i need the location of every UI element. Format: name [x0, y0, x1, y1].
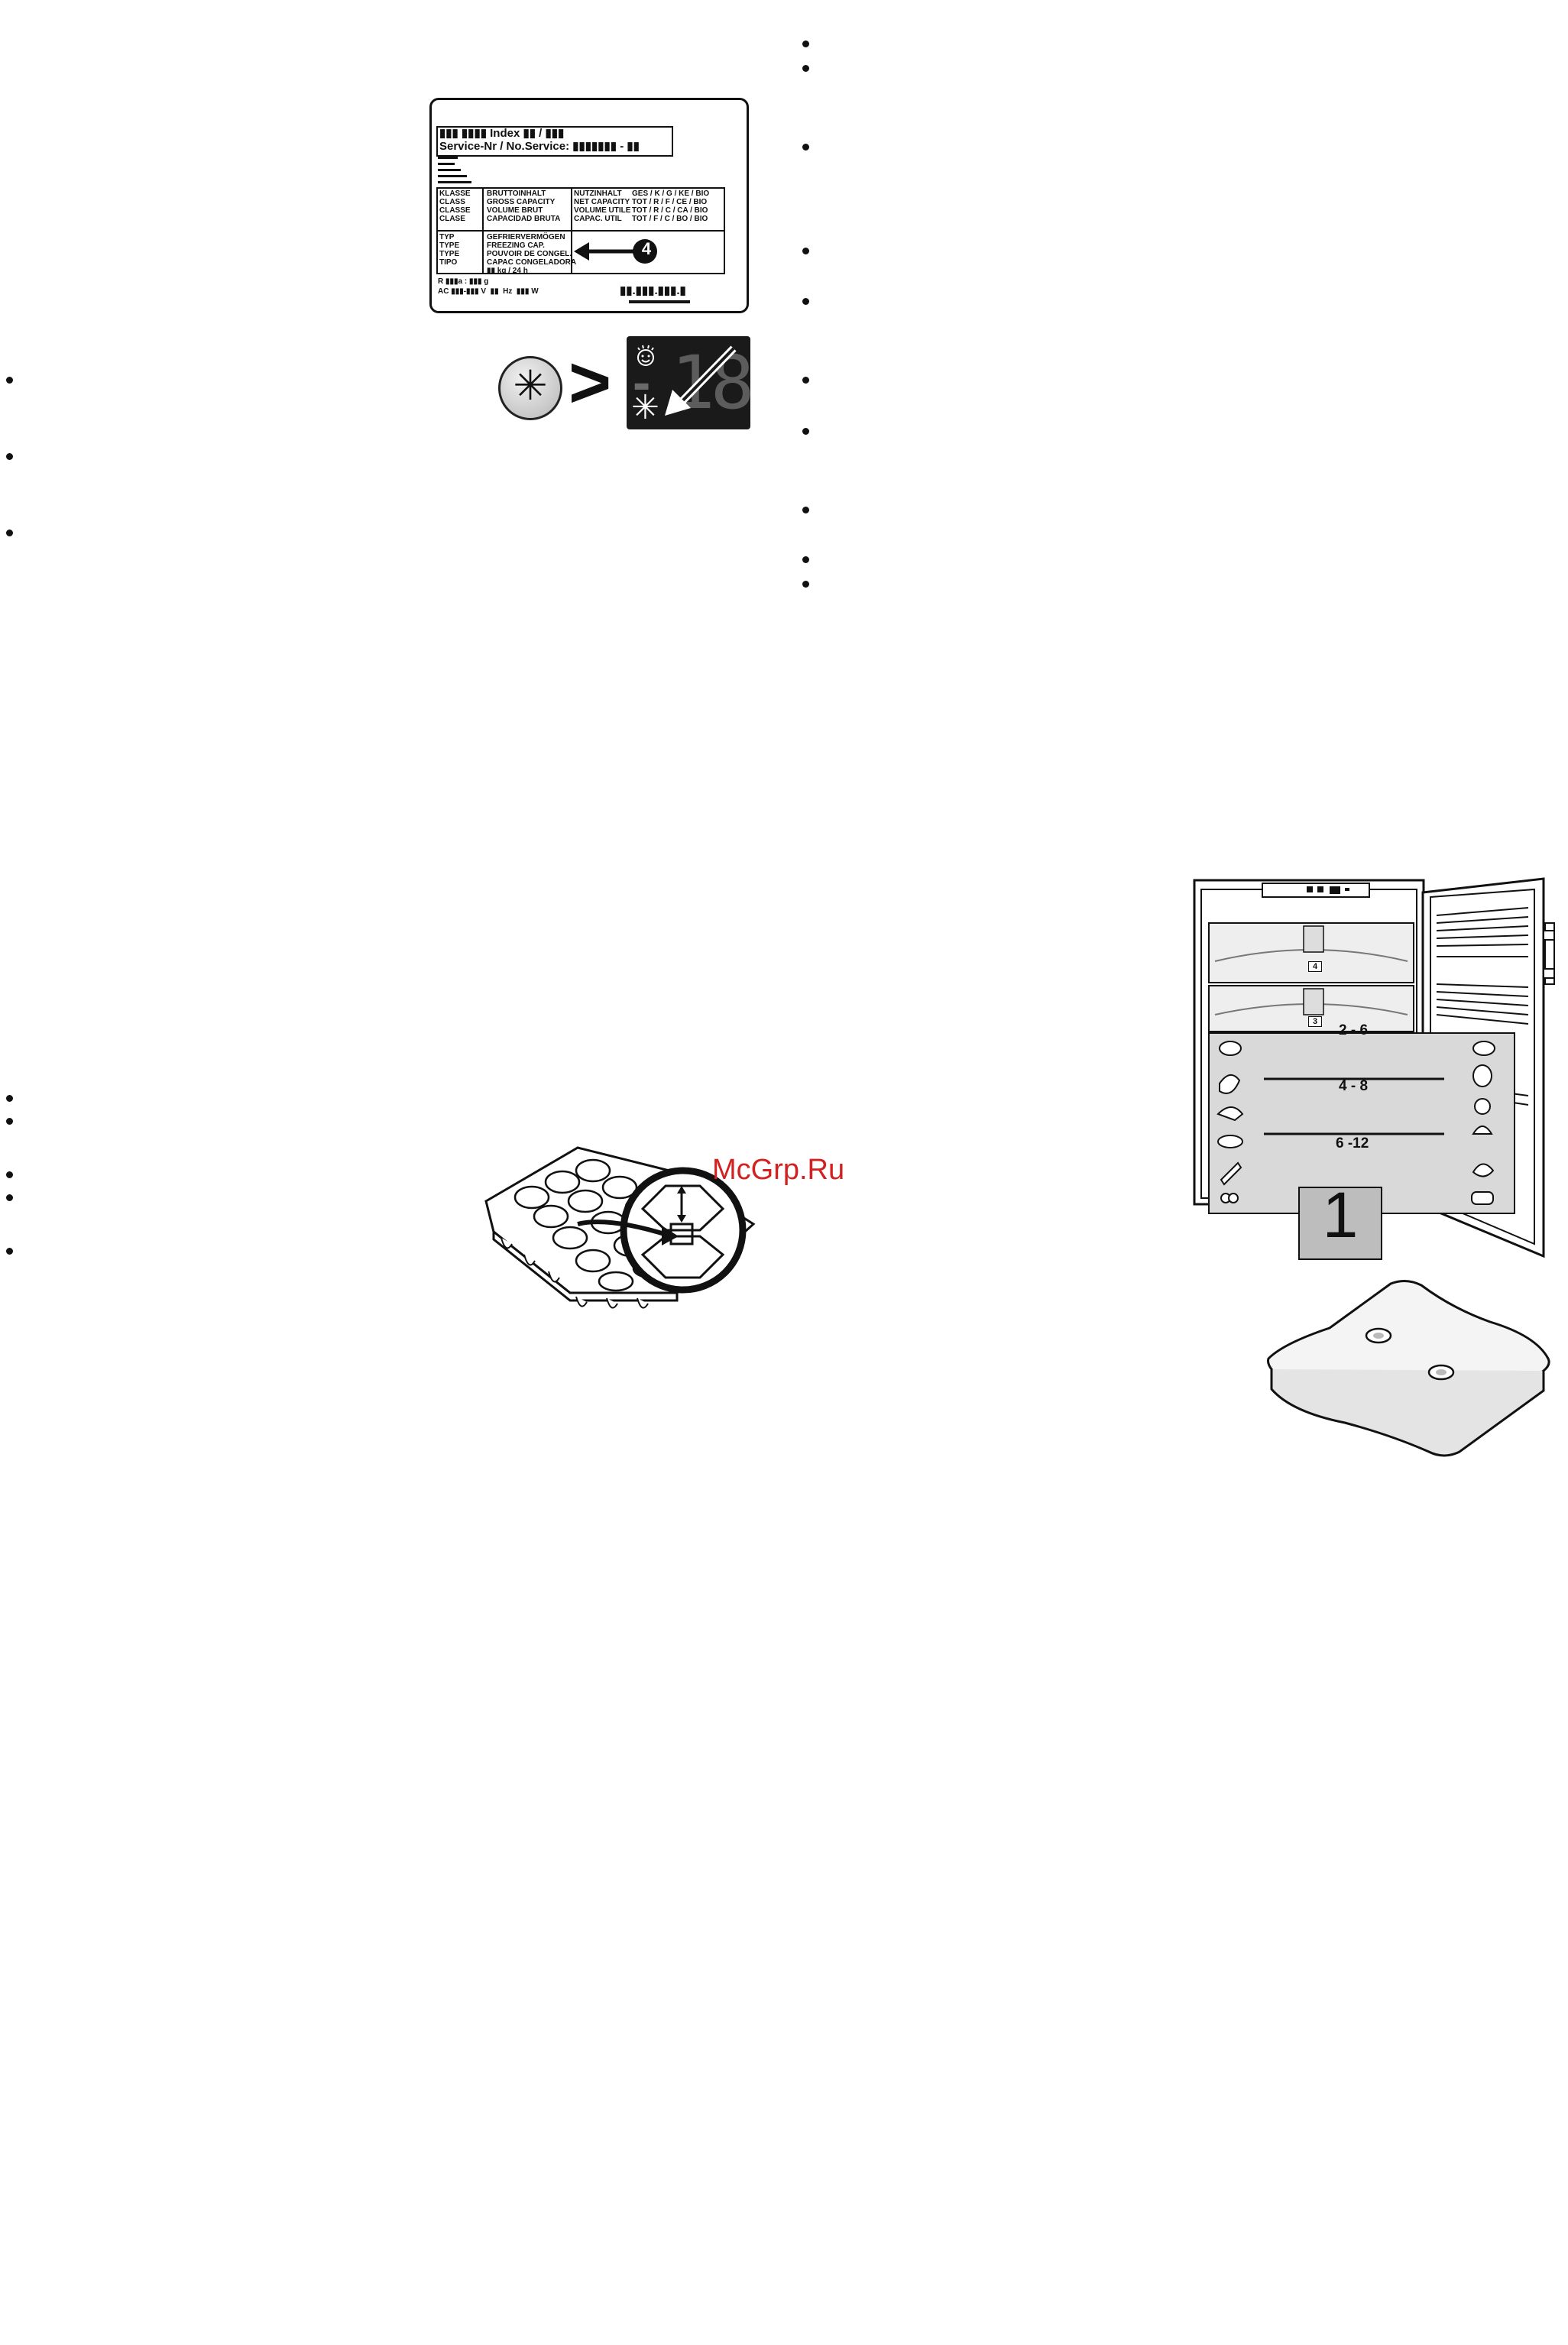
rating-plate: ▮▮▮ ▮▮▮▮ Index ▮▮ / ▮▮▮ Service-Nr / No.…	[429, 98, 749, 313]
cold-accumulator	[1267, 1280, 1550, 1457]
arrow-icon	[574, 239, 657, 264]
plate-type-labels: TYP TYPE TYPE TIPO	[439, 233, 460, 267]
bullet	[802, 507, 809, 513]
plate-net-labels: NUTZINHALT NET CAPACITY VOLUME UTILE CAP…	[574, 189, 631, 223]
plate-barcode-lines	[438, 157, 471, 183]
bullet	[802, 144, 809, 151]
drawer-number-3: 3	[1308, 1016, 1322, 1027]
drawer-number-4: 4	[1308, 961, 1322, 972]
snowflake-button	[498, 356, 562, 420]
plate-index-line: ▮▮▮ ▮▮▮▮ Index ▮▮ / ▮▮▮	[439, 127, 565, 140]
plate-table-rowline	[436, 230, 724, 232]
temperature-digits: 18	[671, 340, 755, 426]
bullet	[802, 581, 809, 588]
bullet	[802, 556, 809, 563]
bullet	[802, 377, 809, 384]
callout-number: 4	[641, 239, 652, 258]
temperature-minus: -	[633, 352, 651, 412]
storage-zone-1: 2 - 6	[1339, 1022, 1369, 1038]
plate-gross-labels: BRUTTOINHALT GROSS CAPACITY VOLUME BRUT …	[487, 189, 561, 223]
plate-freezing-unit: ▮▮ kg / 24 h	[487, 267, 528, 275]
bullet	[802, 298, 809, 305]
plate-table-col2	[571, 187, 572, 273]
bullet	[6, 1118, 13, 1125]
storage-zone-3: 6 -12	[1336, 1135, 1369, 1151]
greater-than-sign: >	[569, 342, 612, 423]
bullet	[802, 248, 809, 254]
plate-service-line: Service-Nr / No.Service: ▮▮▮▮▮▮▮ - ▮▮	[439, 140, 640, 153]
bullet	[802, 428, 809, 435]
plate-refrigerant-line: R ▮▮▮a : ▮▮▮ g	[438, 277, 489, 286]
display-arrow-icon	[665, 345, 737, 416]
freezer-illustration	[1193, 877, 1555, 1260]
temperature-display: - 18 ✳	[627, 336, 755, 429]
snowflake-button-icon: ✳	[513, 363, 548, 409]
plate-power-line: AC ▮▮▮-▮▮▮ V ▮▮ Hz ▮▮▮ W	[438, 287, 539, 296]
superfrost-symbol: ✳	[631, 389, 659, 426]
plate-freezing-labels: GEFRIERVERMÖGEN FREEZING CAP. POUVOIR DE…	[487, 233, 577, 267]
plate-net-values: GES / K / G / KE / BIO TOT / R / F / CE …	[632, 189, 710, 223]
bullet	[802, 65, 809, 72]
plate-header-box	[436, 126, 673, 157]
bullet	[6, 1194, 13, 1201]
plate-table-col1	[482, 187, 484, 273]
bullet	[6, 1248, 13, 1255]
plate-small-code	[629, 300, 690, 303]
plate-class-labels: KLASSE CLASS CLASSE CLASE	[439, 189, 471, 223]
bullet	[6, 453, 13, 460]
bullet	[6, 377, 13, 384]
bullet	[802, 40, 809, 47]
bullet	[6, 1171, 13, 1178]
bullet	[6, 1095, 13, 1102]
plate-code-line: ▮▮.▮▮▮.▮▮▮.▮	[620, 284, 686, 297]
ice-tray	[484, 1146, 756, 1309]
storage-zone-2: 4 - 8	[1339, 1078, 1369, 1094]
drawer-badge: 1	[1322, 1179, 1359, 1251]
bullet	[6, 530, 13, 536]
watermark: McGrp.Ru	[712, 1154, 845, 1186]
smiley-icon	[637, 345, 654, 366]
